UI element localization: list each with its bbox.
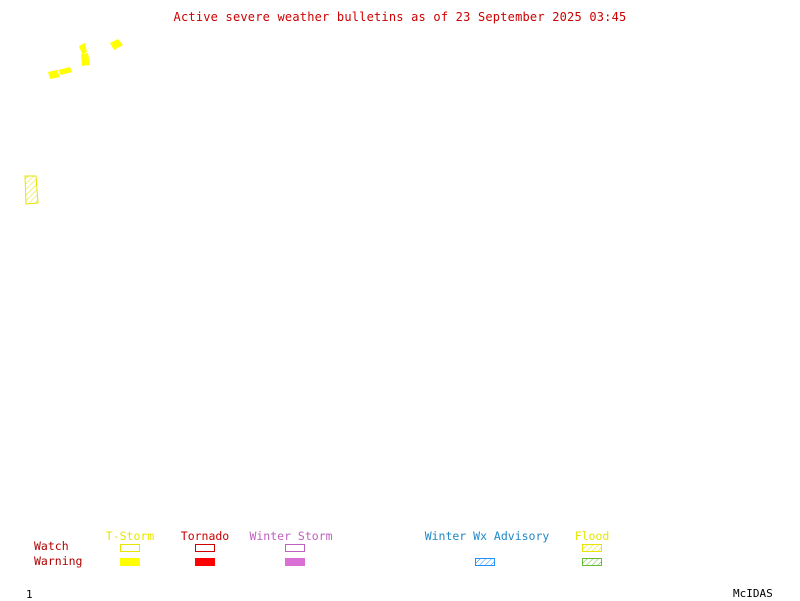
winter-wx-advisory-swatch	[475, 558, 495, 566]
legend-winter-storm-header: Winter Storm	[249, 529, 333, 543]
mcidas-brand: McIDAS	[733, 587, 773, 600]
tornado-watch-swatch	[195, 544, 215, 552]
winter-storm-watch-swatch	[285, 544, 305, 552]
legend-winter-wx-advisory-header: Winter Wx Advisory	[424, 529, 550, 543]
flood-warning-swatch	[582, 558, 602, 566]
tstorm-warning-polygon	[110, 39, 123, 50]
frame-number: 1	[26, 588, 33, 601]
tstorm-warning-polygon	[79, 43, 87, 54]
legend-warning-label: Warning	[34, 554, 83, 568]
bulletin-map	[24, 39, 123, 205]
flood-watch-swatch	[582, 544, 602, 552]
tstorm-warning-swatch	[120, 558, 140, 566]
winter-storm-warning-swatch	[285, 558, 305, 566]
tstorm-warning-polygon	[58, 67, 72, 75]
tstorm-warning-polygon	[81, 53, 90, 66]
bulletin-title: Active severe weather bulletins as of 23…	[173, 10, 627, 24]
tstorm-warning-polygon	[48, 70, 60, 79]
legend-flood-header: Flood	[574, 529, 610, 543]
legend-watch-label: Watch	[34, 539, 69, 553]
tstorm-watch-swatch	[120, 544, 140, 552]
legend-tornado-header: Tornado	[180, 529, 230, 543]
flood-watch-polygon	[24, 175, 39, 205]
tornado-warning-swatch	[195, 558, 215, 566]
legend-tstorm-header: T-Storm	[105, 529, 155, 543]
